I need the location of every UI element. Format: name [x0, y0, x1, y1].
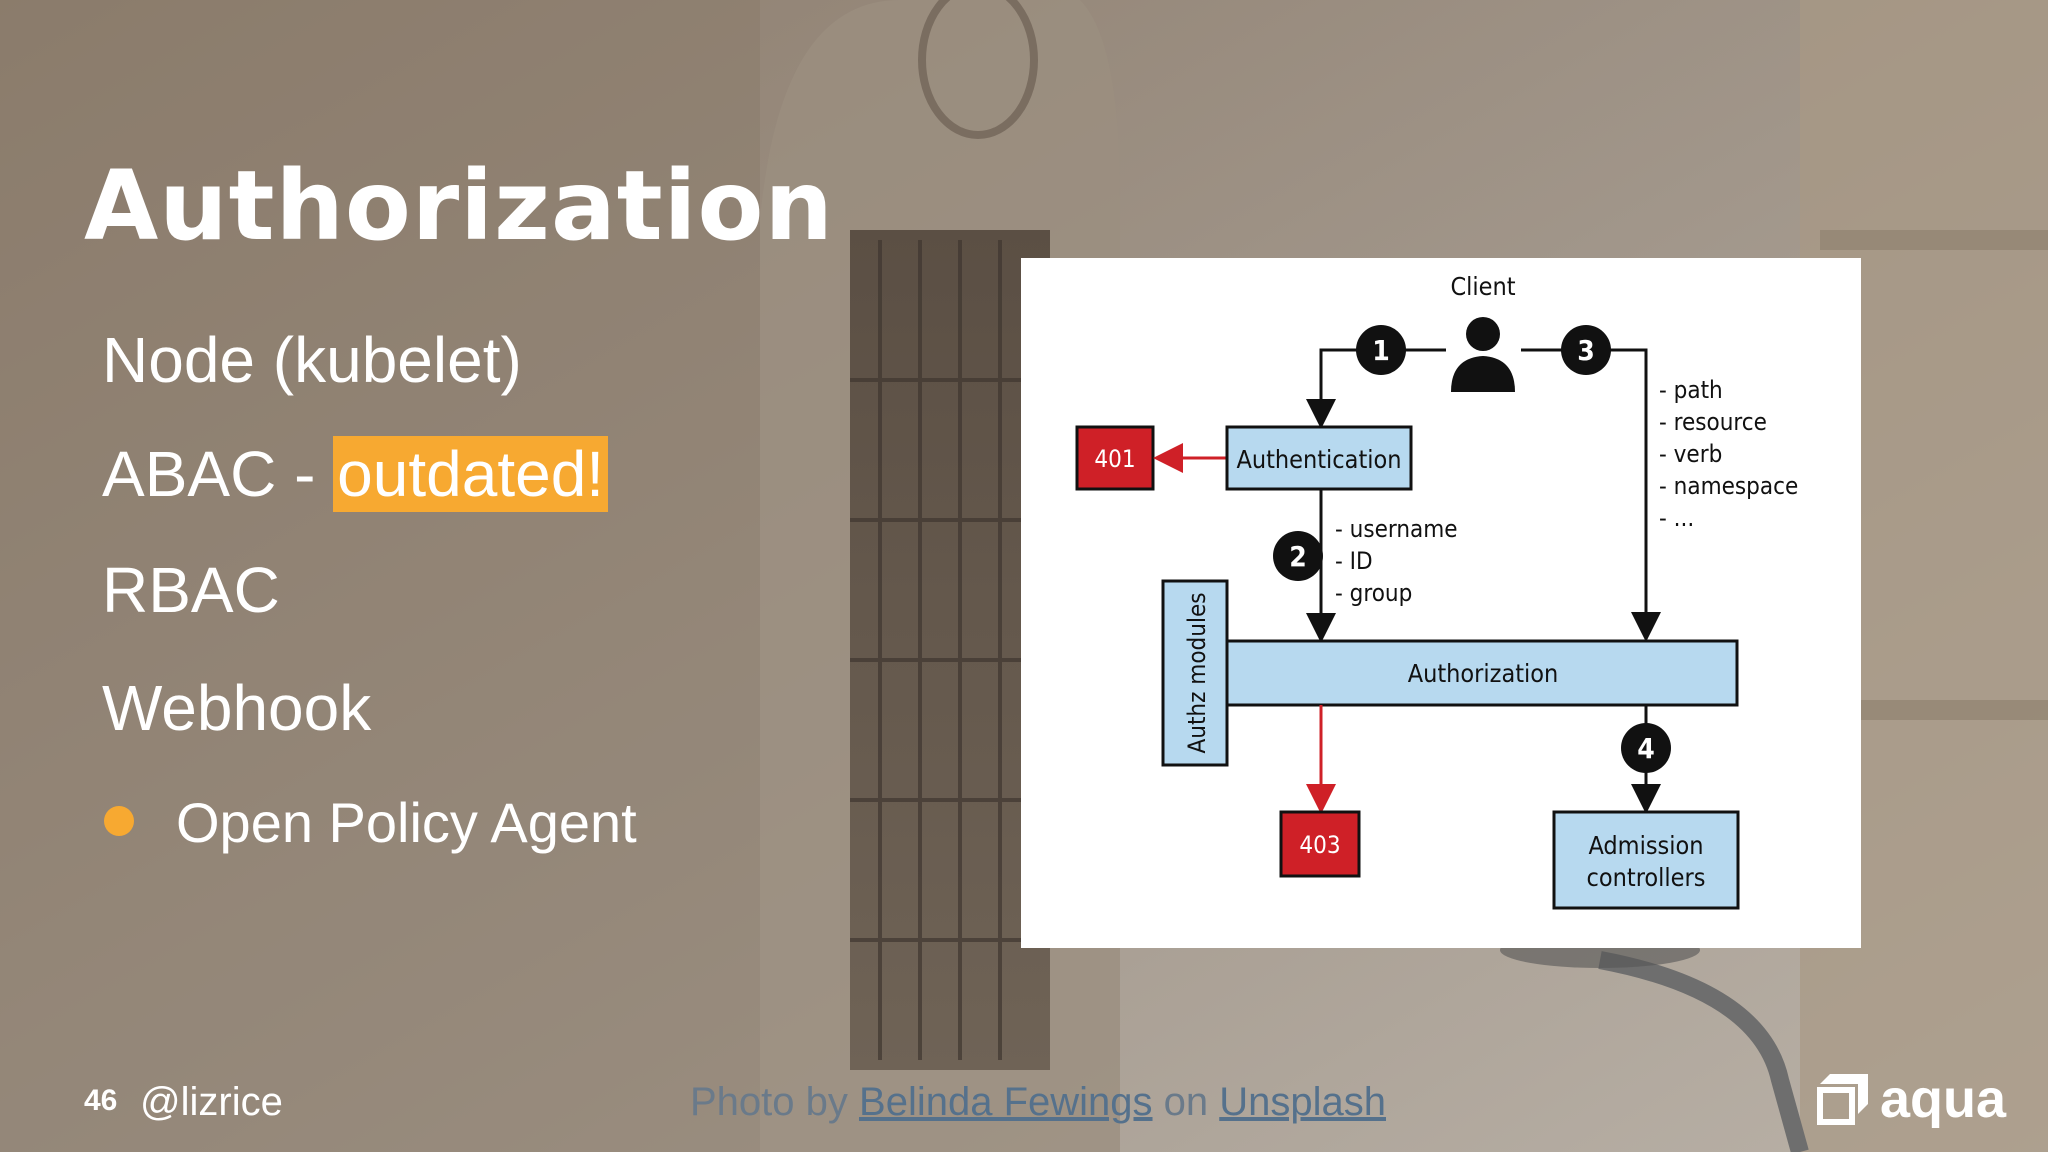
aqua-logo-icon — [1817, 1074, 1868, 1125]
code-401-box — [1075, 425, 1155, 491]
client-person-icon — [1451, 317, 1515, 392]
svg-text:- ID: - ID — [1335, 547, 1373, 575]
twitter-handle: @lizrice — [140, 1080, 283, 1124]
code-403-box — [1279, 810, 1361, 878]
auth-attributes: - username - ID - group — [1335, 515, 1458, 607]
item-node: Node (kubelet) — [102, 324, 522, 396]
item-abac: ABAC - outdated! — [102, 436, 609, 512]
outdated-highlight: outdated! — [333, 436, 609, 512]
authz-modules-box — [1161, 579, 1229, 767]
step-1-badge: 1 — [1356, 325, 1406, 375]
svg-text:Authz modules: Authz modules — [1183, 593, 1211, 754]
svg-text:- ...: - ... — [1659, 504, 1694, 532]
slide-title: Authorization — [84, 150, 834, 262]
step-4-badge: 4 — [1621, 723, 1671, 773]
svg-text:- path: - path — [1659, 376, 1723, 404]
client-label: Client — [1450, 272, 1515, 301]
svg-text:- verb: - verb — [1659, 440, 1722, 468]
credit-mid: on — [1152, 1080, 1220, 1124]
svg-text:Admission: Admission — [1588, 831, 1703, 860]
item-opa: Open Policy Agent — [176, 791, 637, 854]
item-abac-label: ABAC - — [102, 438, 334, 510]
aqua-logo-text: aqua — [1880, 1069, 2007, 1129]
svg-text:controllers: controllers — [1587, 863, 1706, 892]
authentication-box — [1225, 425, 1413, 491]
bullet-dot-icon — [104, 806, 134, 836]
credit-author-link[interactable]: Belinda Fewings — [859, 1080, 1153, 1124]
svg-text:- namespace: - namespace — [1659, 472, 1798, 500]
admission-controllers-box — [1552, 810, 1740, 910]
svg-text:- username: - username — [1335, 515, 1458, 543]
svg-text:4: 4 — [1637, 732, 1655, 765]
item-rbac: RBAC — [102, 554, 280, 626]
svg-text:1: 1 — [1372, 334, 1390, 367]
svg-text:- group: - group — [1335, 579, 1412, 607]
svg-text:Authorization: Authorization — [1408, 659, 1559, 688]
slide-number: 46 — [84, 1084, 118, 1117]
step-3-badge: 3 — [1561, 325, 1611, 375]
svg-text:3: 3 — [1577, 334, 1595, 367]
authorization-diagram: Client 1 3 - path - resource - verb - na… — [1021, 258, 1861, 948]
request-attributes: - path - resource - verb - namespace - .… — [1659, 376, 1798, 532]
credit-site-link[interactable]: Unsplash — [1219, 1080, 1386, 1124]
svg-text:403: 403 — [1299, 831, 1340, 859]
item-webhook: Webhook — [102, 672, 372, 744]
svg-text:- resource: - resource — [1659, 408, 1767, 436]
photo-credit: Photo by Belinda Fewings on Unsplash — [690, 1080, 1386, 1125]
authorization-box — [1225, 639, 1739, 707]
svg-text:Authentication: Authentication — [1236, 445, 1401, 474]
step-2-badge: 2 — [1273, 531, 1323, 581]
svg-text:401: 401 — [1094, 445, 1135, 473]
svg-text:2: 2 — [1289, 540, 1307, 573]
credit-prefix: Photo by — [690, 1080, 860, 1124]
